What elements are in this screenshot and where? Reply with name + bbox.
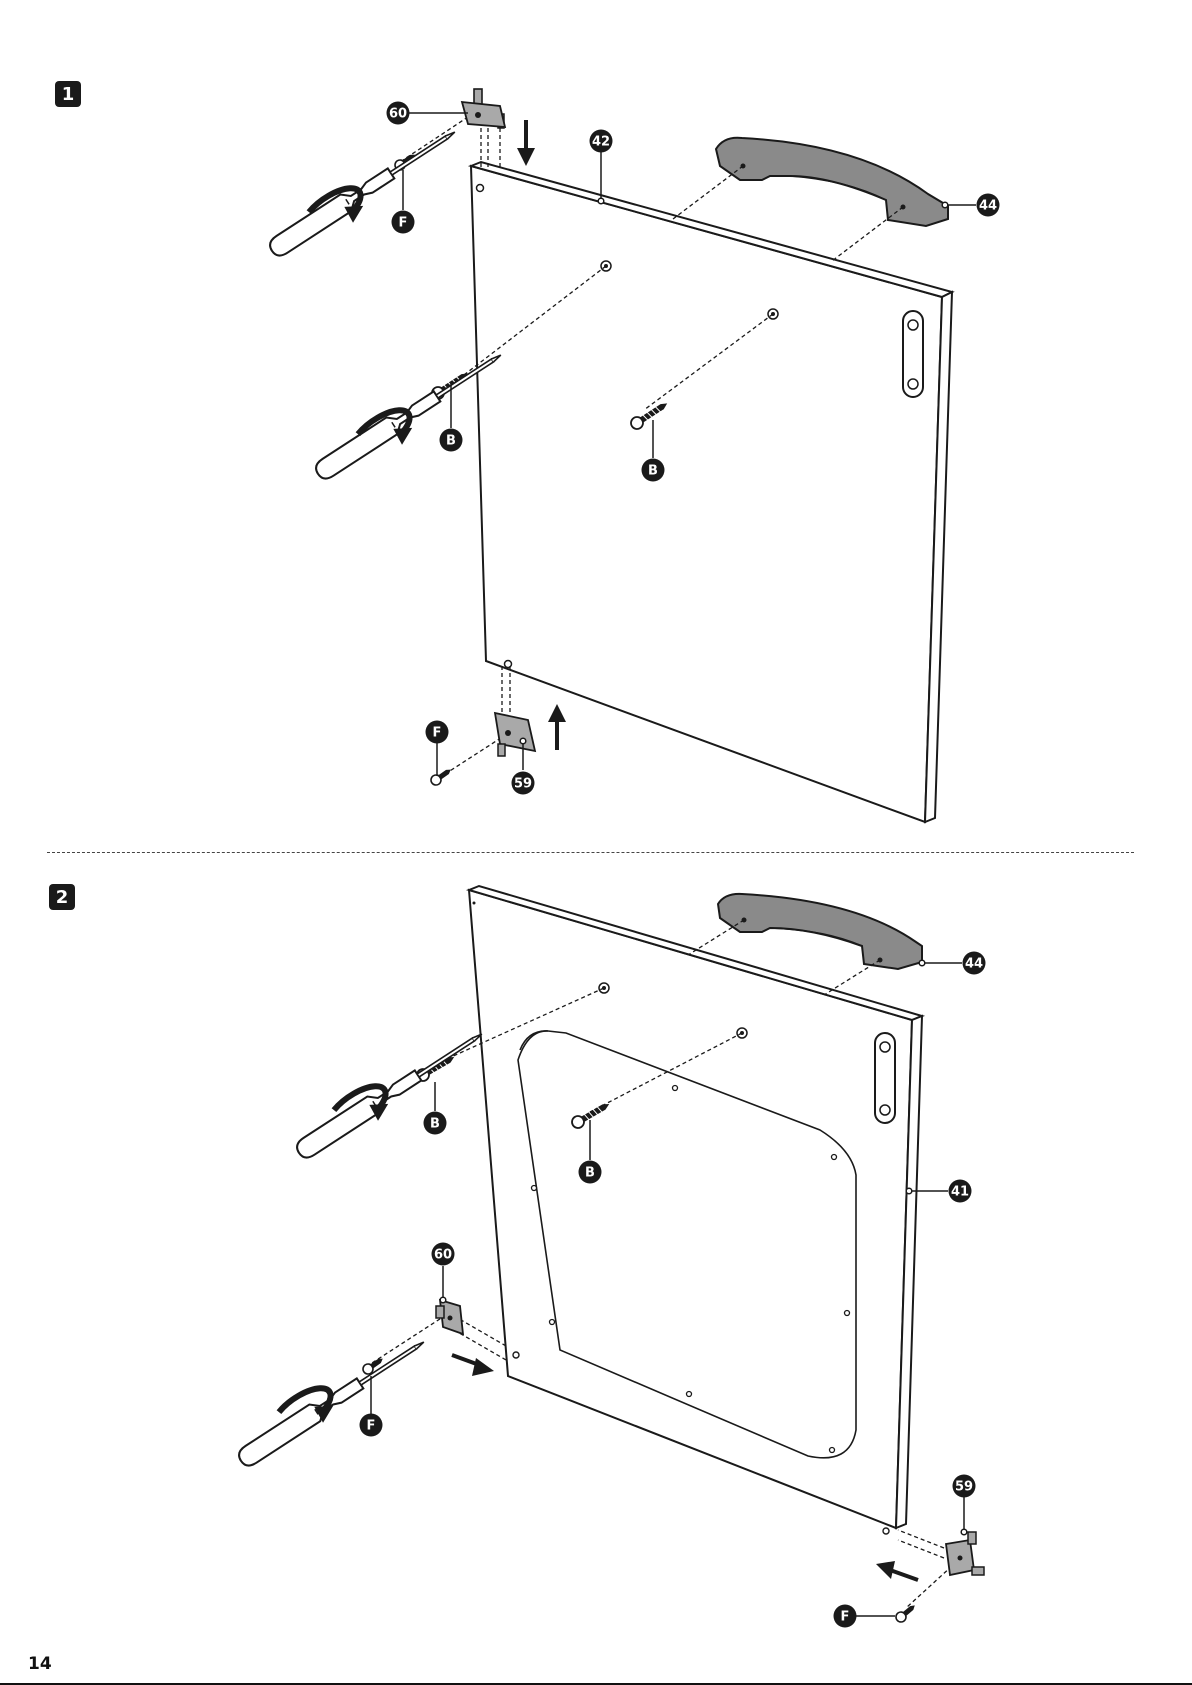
callout-B: B: [424, 1112, 447, 1135]
svg-text:F: F: [399, 216, 408, 231]
svg-text:B: B: [430, 1117, 440, 1132]
svg-text:F: F: [367, 1419, 376, 1434]
svg-text:B: B: [446, 434, 456, 449]
svg-text:B: B: [585, 1166, 595, 1181]
handle-44: [718, 894, 922, 969]
bracket-60: [436, 1300, 463, 1334]
callout-44: 44: [963, 952, 986, 975]
callout-60: 60: [387, 102, 410, 125]
callout-B: B: [642, 459, 665, 482]
handle-44: [716, 138, 948, 226]
push-arrow-icon: [548, 704, 566, 750]
svg-text:41: 41: [951, 1185, 969, 1200]
callout-B: B: [440, 429, 463, 452]
svg-text:44: 44: [965, 957, 983, 972]
screw-icon: [429, 766, 454, 787]
callout-F: F: [834, 1605, 857, 1628]
callout-F: F: [392, 211, 415, 234]
callout-59: 59: [953, 1475, 976, 1498]
screwdriver-icon: [294, 1026, 488, 1162]
push-arrow-icon: [876, 1561, 918, 1580]
svg-text:42: 42: [592, 135, 610, 150]
svg-text:44: 44: [979, 199, 997, 214]
screwdriver-icon: [267, 124, 461, 260]
svg-text:F: F: [841, 1610, 850, 1625]
svg-text:60: 60: [434, 1248, 452, 1263]
screw-icon: [894, 1602, 918, 1624]
bracket-60: [462, 89, 505, 128]
panel-41: [469, 886, 922, 1534]
push-arrow-icon: [452, 1355, 494, 1376]
svg-text:F: F: [433, 726, 442, 741]
callout-60: 60: [432, 1243, 455, 1266]
callout-F: F: [360, 1414, 383, 1437]
panel-42: [471, 162, 952, 822]
callout-59: 59: [512, 772, 535, 795]
svg-text:B: B: [648, 464, 658, 479]
callout-44: 44: [977, 194, 1000, 217]
svg-text:59: 59: [514, 777, 532, 792]
callout-F: F: [426, 721, 449, 744]
callout-B: B: [579, 1161, 602, 1184]
callout-42: 42: [590, 130, 613, 153]
push-arrow-icon: [517, 120, 535, 166]
bracket-59: [495, 713, 535, 756]
bracket-59: [946, 1532, 984, 1575]
svg-text:59: 59: [955, 1480, 973, 1495]
svg-text:60: 60: [389, 107, 407, 122]
callout-41: 41: [949, 1180, 972, 1203]
